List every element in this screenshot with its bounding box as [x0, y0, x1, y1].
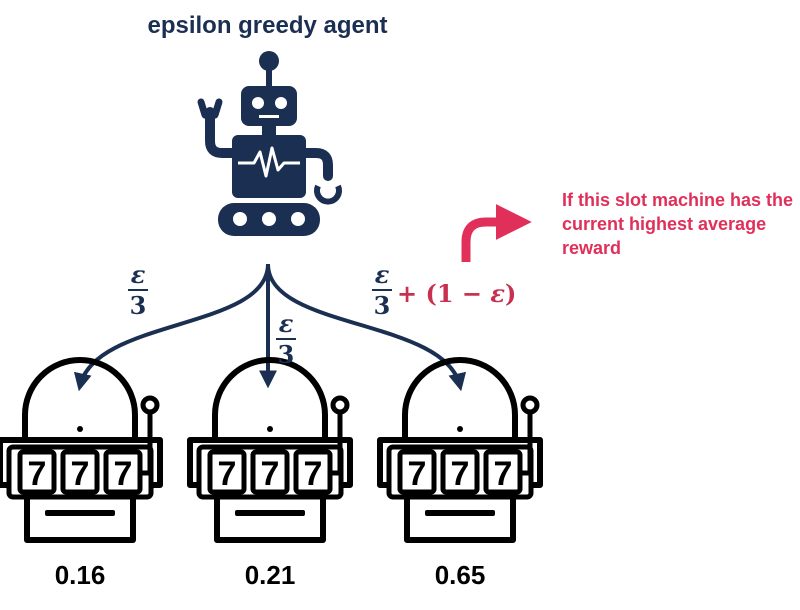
- reel-symbol: 7: [494, 455, 513, 493]
- reel-symbol: 7: [451, 455, 470, 493]
- probability-label-right: ε 3: [372, 260, 392, 320]
- highest-reward-note: If this slot machine has the current hig…: [562, 190, 794, 258]
- probability-label-left: ε 3: [128, 260, 148, 320]
- machine-value-2: 0.21: [244, 560, 296, 590]
- diagram-title: epsilon greedy agent: [147, 12, 388, 39]
- reel-symbol: 7: [408, 455, 427, 493]
- slot-machine-icon: [190, 360, 350, 540]
- reel-symbol: 7: [28, 455, 47, 493]
- probability-label-middle: ε 3: [276, 309, 296, 369]
- reel-symbol: 7: [261, 455, 280, 493]
- machine-value-1: 0.16: [54, 560, 106, 590]
- greedy-term: + (1 − ε): [397, 279, 517, 308]
- curved-arrow-icon: [461, 204, 532, 262]
- robot-icon: [197, 51, 342, 236]
- reel-symbol: 7: [114, 455, 133, 493]
- reel-symbol: 7: [304, 455, 323, 493]
- machine-value-3: 0.65: [434, 560, 486, 590]
- reel-symbol: 7: [71, 455, 90, 493]
- slot-machine-icon: [380, 360, 540, 540]
- reel-symbol: 7: [218, 455, 237, 493]
- slot-machine-icon: [0, 360, 160, 540]
